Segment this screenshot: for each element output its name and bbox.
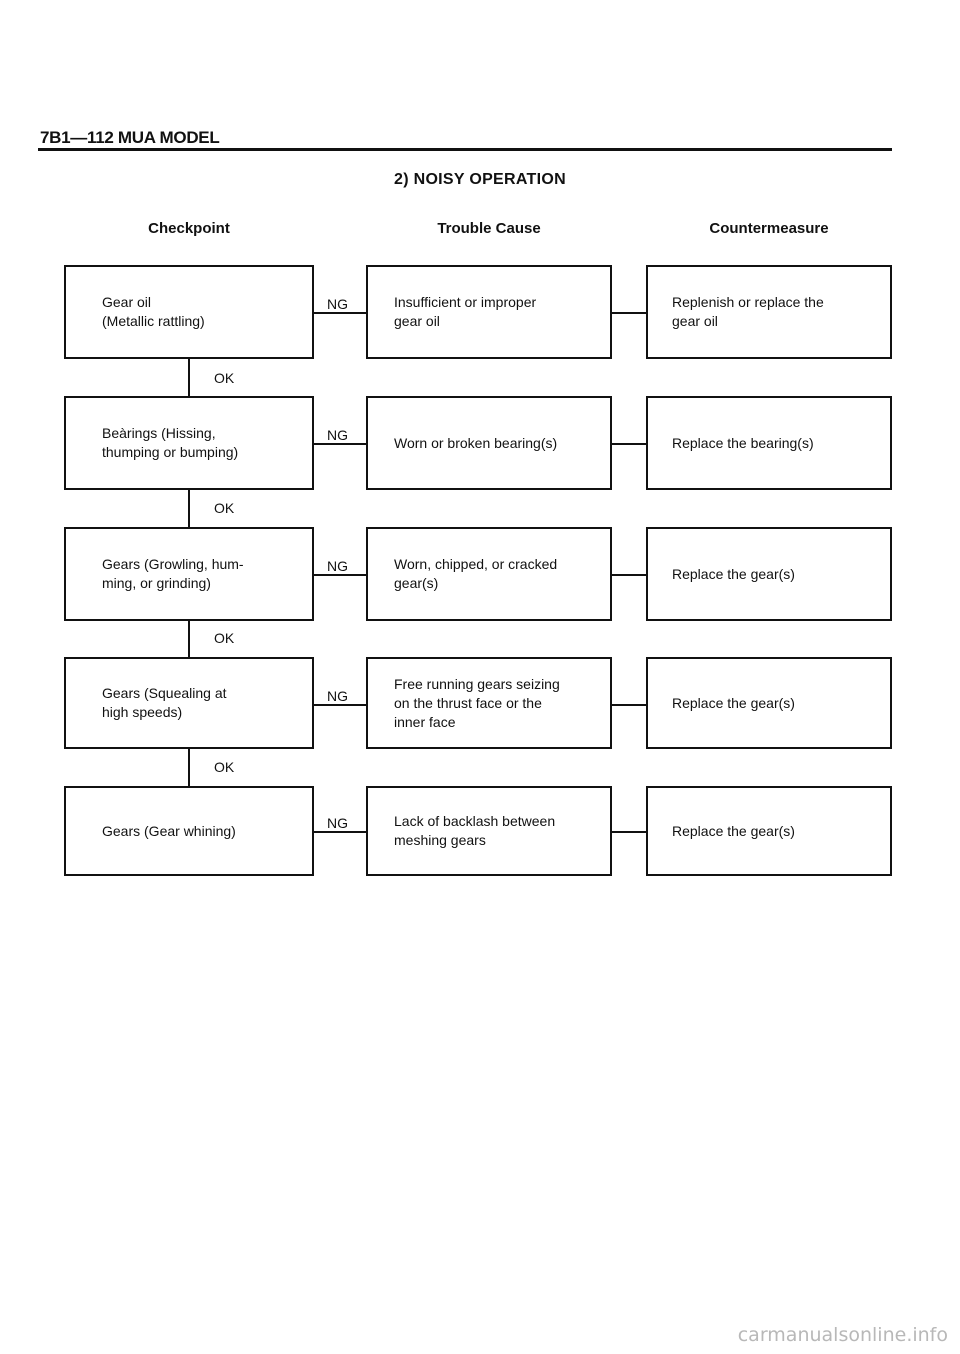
countermeasure-text: Replenish or replace the gear oil bbox=[672, 294, 824, 329]
cause-text: Worn or broken bearing(s) bbox=[394, 434, 558, 451]
cause-connector bbox=[612, 704, 646, 706]
ng-label: NG bbox=[327, 296, 348, 312]
checkpoint-text: Gears (Growling, hum- ming, or grinding) bbox=[102, 556, 244, 591]
countermeasure-text: Replace the bearing(s) bbox=[672, 434, 814, 451]
cause-text: Lack of backlash between meshing gears bbox=[394, 813, 556, 848]
column-header-countermeasure: Countermeasure bbox=[709, 220, 829, 237]
ng-connector bbox=[314, 574, 366, 576]
ng-label: NG bbox=[327, 815, 348, 831]
cause-text: Insufficient or improper gear oil bbox=[394, 294, 537, 329]
cause-connector bbox=[612, 312, 646, 314]
checkpoint-box: Gears (Squealing at high speeds) bbox=[64, 657, 314, 749]
column-header-checkpoint: Checkpoint bbox=[148, 220, 230, 237]
ng-label: NG bbox=[327, 427, 348, 443]
countermeasure-box: Replace the gear(s) bbox=[646, 657, 892, 749]
ng-connector bbox=[314, 704, 366, 706]
ng-connector bbox=[314, 312, 366, 314]
ng-connector bbox=[314, 831, 366, 833]
ok-label: OK bbox=[214, 500, 235, 516]
countermeasure-box: Replace the gear(s) bbox=[646, 786, 892, 876]
watermark-footer: carmanualsonline.info bbox=[737, 1324, 948, 1346]
ng-label: NG bbox=[327, 558, 348, 574]
checkpoint-box: Gear oil (Metallic rattling) bbox=[64, 265, 314, 359]
ok-label: OK bbox=[214, 759, 235, 775]
header-rule bbox=[38, 148, 892, 151]
checkpoint-text: Beàrings (Hissing, thumping or bumping) bbox=[102, 425, 239, 460]
checkpoint-text: Gear oil (Metallic rattling) bbox=[102, 294, 205, 329]
cause-connector bbox=[612, 831, 646, 833]
ok-label: OK bbox=[214, 630, 235, 646]
ok-connector bbox=[188, 490, 190, 527]
checkpoint-box: Gears (Growling, hum- ming, or grinding) bbox=[64, 527, 314, 621]
ok-connector bbox=[188, 359, 190, 396]
ok-connector bbox=[188, 749, 190, 786]
countermeasure-box: Replenish or replace the gear oil bbox=[646, 265, 892, 359]
ng-label: NG bbox=[327, 688, 348, 704]
checkpoint-text: Gears (Gear whining) bbox=[102, 822, 236, 839]
cause-box: Worn, chipped, or cracked gear(s) bbox=[366, 527, 612, 621]
column-header-cause: Trouble Cause bbox=[437, 220, 541, 237]
ng-connector bbox=[314, 443, 366, 445]
cause-connector bbox=[612, 574, 646, 576]
ok-label: OK bbox=[214, 370, 235, 386]
ok-connector bbox=[188, 621, 190, 657]
checkpoint-box: Beàrings (Hissing, thumping or bumping) bbox=[64, 396, 314, 490]
checkpoint-box: Gears (Gear whining) bbox=[64, 786, 314, 876]
cause-connector bbox=[612, 443, 646, 445]
checkpoint-text: Gears (Squealing at high speeds) bbox=[102, 685, 227, 720]
cause-box: Insufficient or improper gear oil bbox=[366, 265, 612, 359]
cause-text: Worn, chipped, or cracked gear(s) bbox=[394, 556, 558, 591]
cause-box: Free running gears seizing on the thrust… bbox=[366, 657, 612, 749]
cause-box: Lack of backlash between meshing gears bbox=[366, 786, 612, 876]
countermeasure-box: Replace the bearing(s) bbox=[646, 396, 892, 490]
cause-text: Free running gears seizing on the thrust… bbox=[394, 675, 560, 730]
page-header: 7B1—112 MUA MODEL bbox=[40, 128, 220, 147]
cause-box: Worn or broken bearing(s) bbox=[366, 396, 612, 490]
countermeasure-text: Replace the gear(s) bbox=[672, 565, 795, 582]
countermeasure-box: Replace the gear(s) bbox=[646, 527, 892, 621]
countermeasure-text: Replace the gear(s) bbox=[672, 822, 795, 839]
countermeasure-text: Replace the gear(s) bbox=[672, 694, 795, 711]
section-title: 2) NOISY OPERATION bbox=[394, 171, 566, 188]
